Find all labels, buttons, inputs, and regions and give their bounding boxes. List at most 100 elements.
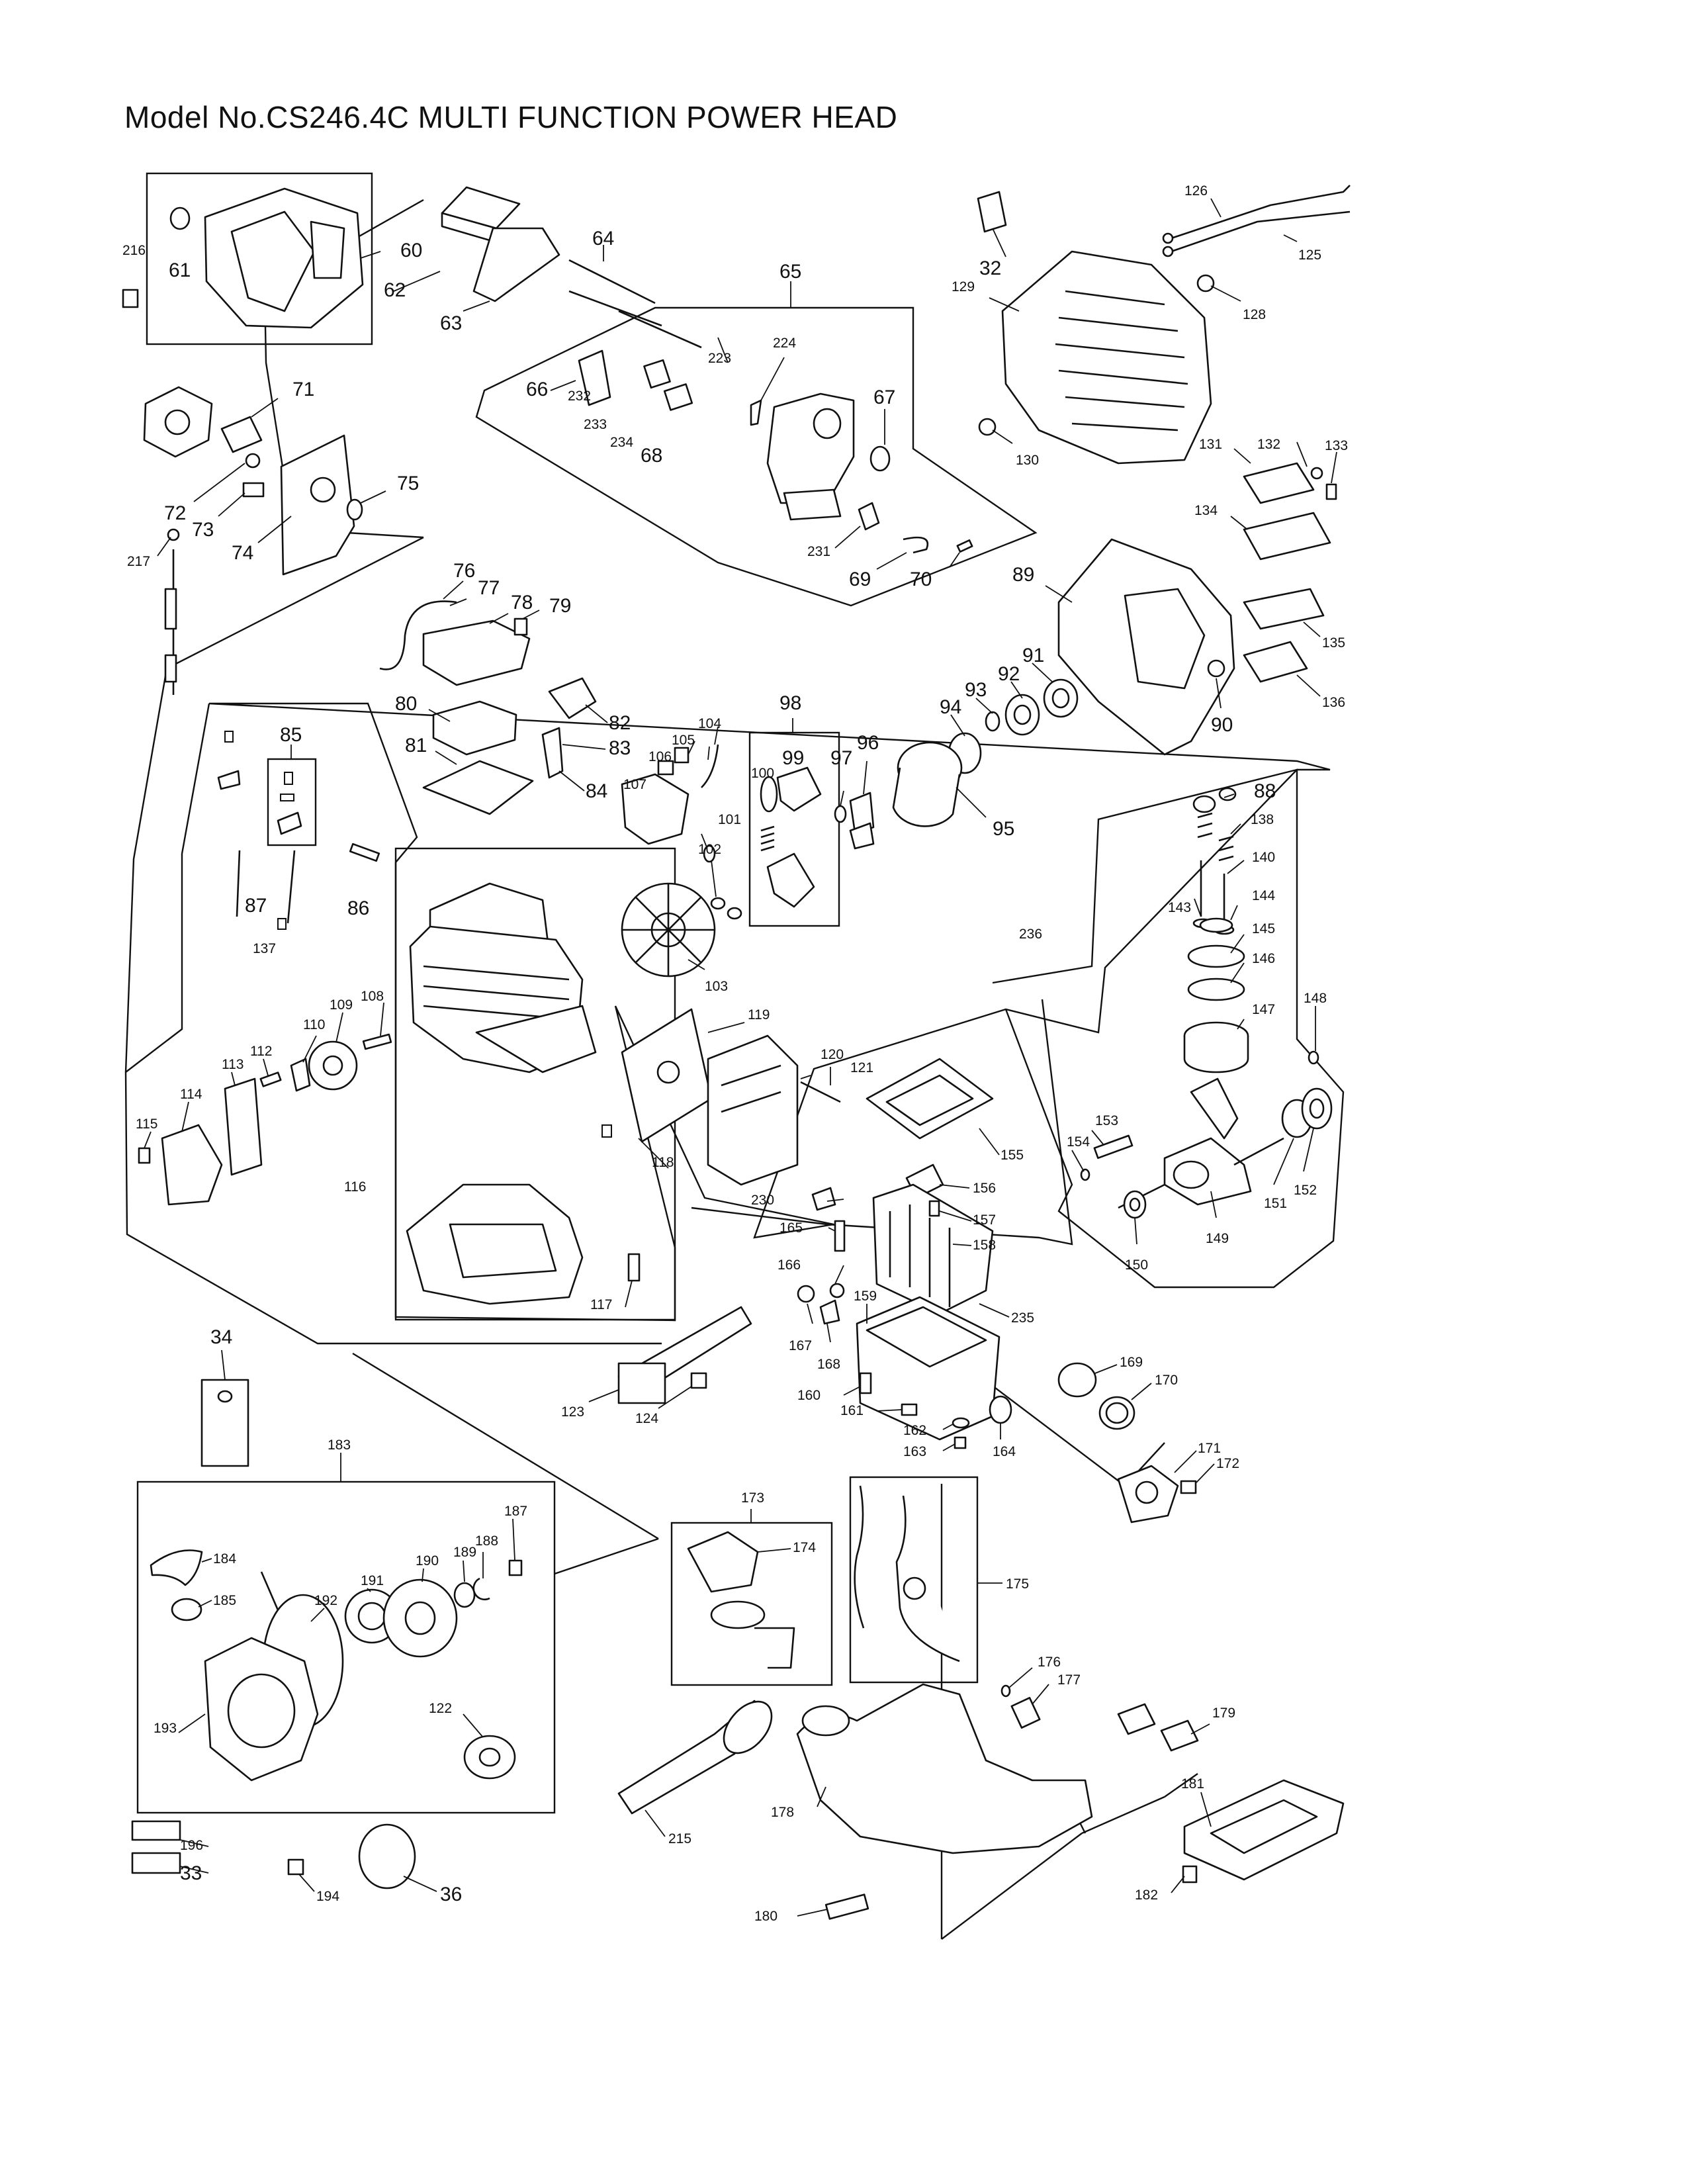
callout-122: 122 — [429, 1701, 452, 1716]
callout-170: 170 — [1155, 1373, 1178, 1388]
callout-81: 81 — [405, 735, 427, 756]
callout-188: 188 — [475, 1533, 498, 1549]
callout-215: 215 — [668, 1831, 691, 1846]
callout-145: 145 — [1252, 921, 1275, 936]
callout-68: 68 — [641, 445, 662, 467]
callout-87: 87 — [245, 895, 267, 917]
callout-112: 112 — [250, 1044, 272, 1059]
callout-191: 191 — [361, 1573, 384, 1588]
callout-33: 33 — [180, 1862, 202, 1884]
callout-216: 216 — [122, 243, 146, 258]
callout-162: 162 — [903, 1423, 926, 1438]
callout-165: 165 — [779, 1220, 803, 1236]
callout-86: 86 — [347, 897, 369, 919]
callout-85: 85 — [280, 724, 302, 746]
callout-36: 36 — [440, 1884, 462, 1905]
callout-79: 79 — [549, 595, 571, 617]
callout-114: 114 — [180, 1087, 202, 1102]
page-title: Model No.CS246.4C MULTI FUNCTION POWER H… — [124, 100, 898, 134]
callout-146: 146 — [1252, 951, 1275, 966]
leader-lines — [144, 198, 1337, 1917]
callout-180: 180 — [754, 1909, 778, 1924]
callout-113: 113 — [222, 1057, 244, 1072]
callout-120: 120 — [821, 1047, 844, 1062]
callout-71: 71 — [292, 379, 314, 400]
callout-102: 102 — [698, 842, 721, 857]
callout-233: 233 — [584, 417, 607, 432]
callout-108: 108 — [361, 989, 384, 1004]
callout-135: 135 — [1322, 635, 1345, 651]
callout-110: 110 — [303, 1017, 325, 1032]
callout-236: 236 — [1019, 927, 1042, 942]
callout-115: 115 — [136, 1116, 157, 1132]
callout-232: 232 — [568, 388, 591, 404]
callout-72: 72 — [164, 502, 186, 524]
callout-60: 60 — [400, 240, 422, 261]
callout-150: 150 — [1125, 1257, 1148, 1273]
callout-164: 164 — [993, 1444, 1016, 1459]
callout-163: 163 — [903, 1444, 926, 1459]
callout-70: 70 — [910, 569, 932, 590]
callout-131: 131 — [1199, 437, 1222, 452]
callout-158: 158 — [973, 1238, 996, 1253]
callout-32: 32 — [979, 257, 1001, 279]
callout-149: 149 — [1206, 1231, 1229, 1246]
callout-133: 133 — [1325, 438, 1348, 453]
callout-129: 129 — [952, 279, 975, 295]
callout-119: 119 — [748, 1007, 770, 1023]
callout-91: 91 — [1022, 645, 1044, 666]
callout-132: 132 — [1257, 437, 1280, 452]
callout-80: 80 — [395, 693, 417, 715]
callout-192: 192 — [314, 1593, 337, 1608]
callout-83: 83 — [609, 737, 631, 759]
callout-107: 107 — [623, 777, 646, 792]
callout-151: 151 — [1264, 1196, 1287, 1211]
callout-224: 224 — [773, 336, 796, 351]
callout-134: 134 — [1194, 503, 1218, 518]
callout-128: 128 — [1243, 307, 1266, 322]
callout-171: 171 — [1198, 1441, 1221, 1456]
callout-157: 157 — [973, 1212, 996, 1228]
callout-166: 166 — [778, 1257, 801, 1273]
drawn-parts — [122, 185, 1351, 1920]
callout-76: 76 — [453, 560, 475, 582]
callout-138: 138 — [1251, 812, 1274, 827]
callout-154: 154 — [1067, 1134, 1090, 1150]
callout-109: 109 — [330, 997, 353, 1013]
callout-84: 84 — [586, 780, 607, 802]
callout-196: 196 — [180, 1838, 203, 1853]
callout-143: 143 — [1168, 900, 1191, 915]
callout-223: 223 — [708, 351, 731, 366]
callout-161: 161 — [840, 1403, 864, 1418]
callout-178: 178 — [771, 1805, 794, 1820]
callout-75: 75 — [397, 473, 419, 494]
callout-116: 116 — [344, 1179, 366, 1195]
callout-100: 100 — [751, 766, 774, 781]
callout-106: 106 — [648, 749, 672, 764]
callout-88: 88 — [1254, 780, 1276, 802]
callout-92: 92 — [998, 663, 1020, 685]
callout-103: 103 — [705, 979, 728, 994]
callout-64: 64 — [592, 228, 614, 250]
callout-190: 190 — [416, 1553, 439, 1569]
callout-230: 230 — [751, 1193, 774, 1208]
callout-74: 74 — [232, 542, 253, 564]
callout-97: 97 — [830, 747, 852, 769]
callout-123: 123 — [561, 1404, 584, 1420]
callout-148: 148 — [1304, 991, 1327, 1006]
callout-78: 78 — [511, 592, 533, 614]
callout-235: 235 — [1011, 1310, 1034, 1326]
callout-183: 183 — [328, 1437, 351, 1453]
callout-126: 126 — [1184, 183, 1208, 199]
callout-231: 231 — [807, 544, 830, 559]
callout-65: 65 — [779, 261, 801, 283]
callout-118: 118 — [652, 1155, 674, 1170]
callout-193: 193 — [154, 1721, 177, 1736]
callout-95: 95 — [993, 818, 1014, 840]
callout-155: 155 — [1001, 1148, 1024, 1163]
callout-194: 194 — [316, 1889, 339, 1904]
callout-167: 167 — [789, 1338, 812, 1353]
callout-181: 181 — [1181, 1776, 1204, 1792]
callout-217: 217 — [127, 554, 150, 569]
callout-89: 89 — [1012, 564, 1034, 586]
